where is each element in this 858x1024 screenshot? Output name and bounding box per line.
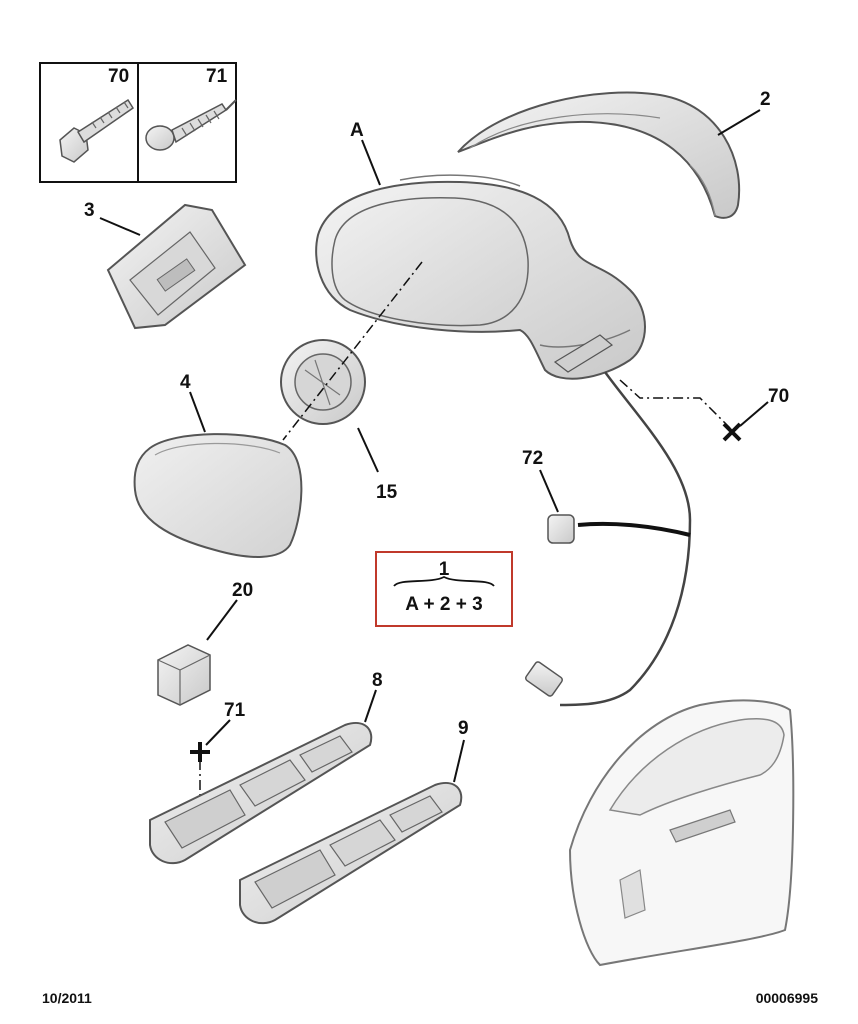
bolt-70-icon <box>59 98 135 163</box>
fastener-box <box>39 62 237 183</box>
clip-part-72 <box>547 514 575 544</box>
window-switch-part-8 <box>149 722 373 865</box>
cross-marker-71-icon <box>190 742 210 762</box>
mirror-glass-part-4 <box>133 433 303 558</box>
callout-72: 72 <box>522 448 543 469</box>
callout-15: 15 <box>376 482 398 503</box>
callout-4: 4 <box>180 372 191 393</box>
kit-number: 1 <box>439 559 450 580</box>
callout-3: 3 <box>84 200 95 221</box>
kit-formula: A + 2 + 3 <box>405 594 482 615</box>
screw-71-icon <box>145 99 237 151</box>
adjuster-motor-part-15 <box>280 339 366 425</box>
footer-reference: 00006995 <box>755 990 818 1006</box>
window-switch-part-9 <box>239 782 463 925</box>
door-illustration <box>568 699 795 967</box>
callout-a: A <box>350 120 364 141</box>
wiring-harness <box>525 371 692 707</box>
callout-8: 8 <box>372 670 383 691</box>
callout-70: 70 <box>768 386 789 407</box>
callout-9: 9 <box>458 718 469 739</box>
relay-part-20 <box>157 644 211 706</box>
callout-71: 71 <box>224 700 246 721</box>
callout-70-box: 70 <box>108 66 129 87</box>
bracket-part-3 <box>106 203 247 330</box>
callout-20: 20 <box>232 580 253 601</box>
cross-marker-70-icon <box>722 422 742 442</box>
callout-2: 2 <box>760 89 771 110</box>
leader-lines <box>99 109 769 783</box>
footer-date: 10/2011 <box>42 990 92 1006</box>
mirror-cover-part-2 <box>457 91 741 219</box>
callout-71-box: 71 <box>206 66 228 87</box>
mirror-housing-assembly-a <box>315 174 646 380</box>
kit-box: 1 A + 2 + 3 <box>375 551 513 627</box>
